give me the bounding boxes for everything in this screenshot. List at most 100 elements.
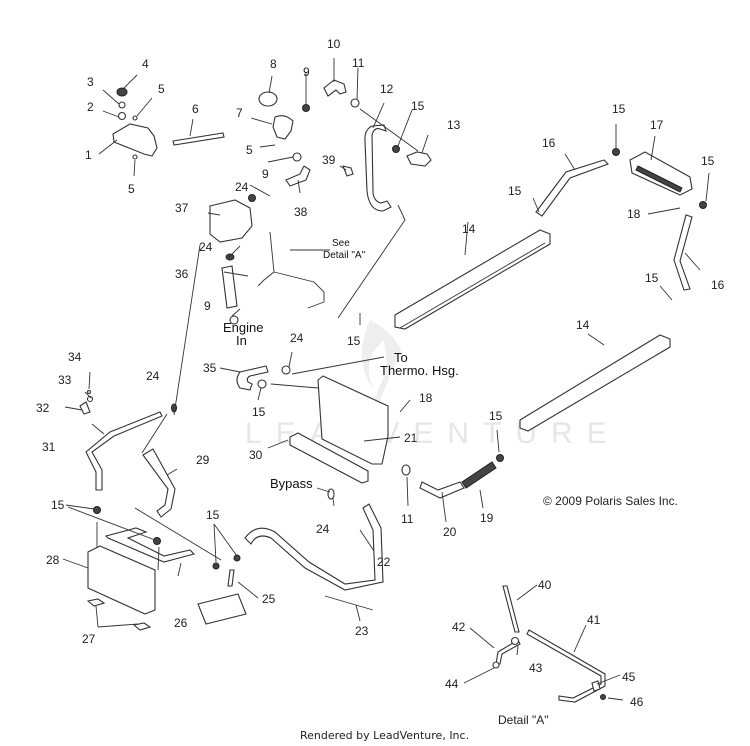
part-24-clamp-e (327, 488, 335, 500)
part-24-clamp-b (225, 253, 235, 261)
part-43-tee (510, 636, 520, 646)
callout-38: 38 (294, 205, 308, 219)
part-22-hose (244, 503, 384, 591)
callout-28: 28 (46, 553, 60, 567)
callout-32: 32 (36, 401, 50, 415)
callout-24d: 24 (146, 369, 160, 383)
part-44-cap (492, 661, 500, 669)
part-24-clamp-a (248, 194, 256, 202)
callout-24e: 24 (316, 522, 330, 536)
see-detail-note-line2: Detail "A" (323, 250, 366, 261)
callout-10: 10 (327, 37, 341, 51)
part-39-fitting (342, 165, 354, 177)
callout-19: 19 (480, 511, 494, 525)
leader-lines (62, 58, 710, 701)
callout-5c: 5 (246, 143, 253, 157)
part-5-screw-b (132, 154, 138, 160)
callout-14a: 14 (462, 222, 476, 236)
callout-24b: 24 (199, 240, 213, 254)
callout-24a: 24 (235, 180, 249, 194)
part-34-screw (86, 389, 92, 395)
part-26-bracket (104, 527, 196, 563)
part-15-clamp-e (496, 454, 504, 462)
copyright-text: © 2009 Polaris Sales Inc. (543, 494, 678, 508)
part-15-clamp-f (93, 506, 101, 514)
callout-42: 42 (452, 620, 466, 634)
callout-5a: 5 (158, 82, 165, 96)
part-11-clamp (350, 98, 360, 108)
callout-46: 46 (630, 695, 644, 709)
part-detail-a-pipes (257, 231, 325, 309)
callout-15g: 15 (252, 405, 266, 419)
callout-21: 21 (404, 431, 418, 445)
part-14-rail-upper (394, 229, 551, 330)
callout-40: 40 (538, 578, 552, 592)
callout-43: 43 (529, 661, 543, 675)
callout-9b: 9 (262, 167, 269, 181)
part-12-hose (364, 124, 392, 212)
part-29-hose (142, 448, 176, 518)
callout-5b: 5 (128, 182, 135, 196)
part-15-clamp-a (392, 145, 400, 153)
engine-in-label-line1: Engine (223, 320, 263, 335)
bypass-label: Bypass (270, 476, 313, 491)
part-35-hose (236, 365, 269, 391)
callout-4: 4 (142, 57, 149, 71)
detail-a-caption: Detail "A" (498, 713, 549, 727)
part-46-screw (600, 694, 606, 700)
engine-in-label-line2: In (236, 333, 247, 348)
notes: See Detail "A" Engine In To Thermo. Hsg.… (223, 238, 549, 727)
part-27-pad-a (86, 598, 106, 607)
part-37-reservoir (209, 199, 253, 243)
part-4-cap (116, 87, 128, 97)
part-20-hose (419, 481, 465, 499)
part-2-grommet (117, 111, 127, 121)
callout-14b: 14 (576, 318, 590, 332)
callout-25: 25 (262, 592, 276, 606)
callout-17: 17 (650, 118, 664, 132)
callout-16b: 16 (711, 278, 725, 292)
callout-30: 30 (249, 448, 263, 462)
see-detail-note-line1: See (332, 238, 350, 249)
callout-3: 3 (87, 75, 94, 89)
callout-29: 29 (196, 453, 210, 467)
part-3-washer (118, 101, 126, 109)
callout-15f: 15 (347, 334, 361, 348)
callout-44: 44 (445, 677, 459, 691)
callout-11b: 11 (401, 512, 414, 526)
callout-15c: 15 (701, 154, 715, 168)
callout-15i: 15 (51, 498, 65, 512)
part-45-clip (591, 680, 601, 692)
to-thermo-label-line2: Thermo. Hsg. (380, 363, 459, 378)
callout-34: 34 (68, 350, 82, 364)
callout-39: 39 (322, 153, 336, 167)
callout-1: 1 (85, 148, 92, 162)
detail-a (492, 585, 606, 703)
part-13-elbow (406, 151, 432, 167)
rendered-by-text: Rendered by LeadVenture, Inc. (300, 729, 469, 742)
callout-9c: 9 (204, 299, 211, 313)
callout-9a: 9 (303, 65, 310, 79)
callout-24c: 24 (290, 331, 304, 345)
part-21-radiator (317, 375, 389, 465)
callout-31: 31 (42, 440, 56, 454)
part-19-corrugated-hose (461, 461, 497, 489)
part-14-rail-lower (519, 334, 671, 432)
callout-37: 37 (175, 201, 189, 215)
part-27-pad-b (132, 622, 152, 631)
callout-15a: 15 (411, 99, 425, 113)
callouts: 1 2 3 4 5 5 5 6 7 8 9 9 9 10 11 11 12 13… (36, 37, 725, 709)
callout-45: 45 (622, 670, 636, 684)
callout-15j: 15 (206, 508, 220, 522)
part-14-rail-upper-edge (399, 242, 546, 329)
part-15-clamp-d (257, 379, 267, 389)
callout-16a: 16 (542, 136, 556, 150)
callout-15b: 15 (612, 102, 626, 116)
callout-23: 23 (355, 624, 369, 638)
part-40-pipe (502, 585, 520, 633)
part-11-clamp-b (401, 464, 411, 476)
part-1-bracket (112, 123, 158, 157)
part-36-hose (221, 265, 238, 309)
